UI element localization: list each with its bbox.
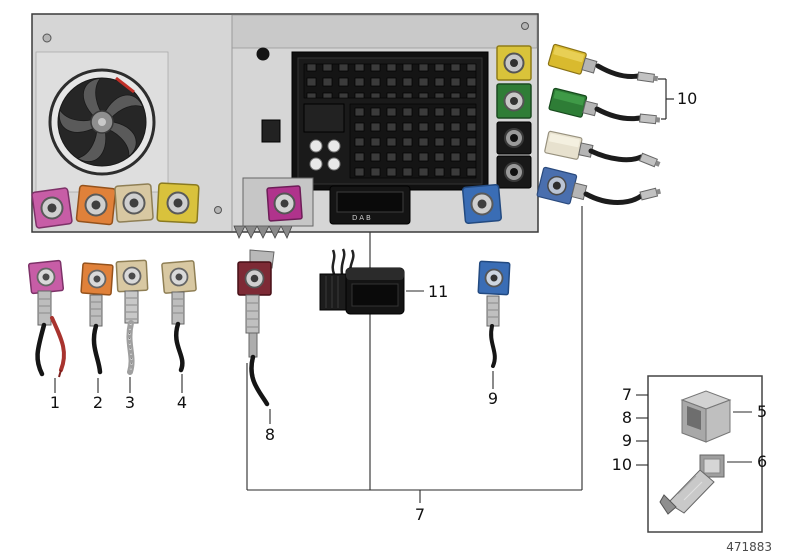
callout-8: 8	[265, 425, 275, 444]
rca-jack-green	[496, 83, 532, 119]
rca-jack-yellow	[496, 45, 532, 81]
callout-10-bracket	[658, 78, 674, 120]
cable-assembly-3	[115, 259, 149, 375]
part-number: 471883	[726, 540, 772, 554]
legend-box	[636, 375, 763, 533]
fakra-port-blue	[461, 183, 503, 225]
callout-9: 9	[488, 389, 498, 408]
fakra-port-pink	[31, 187, 73, 229]
cable-assembly-9	[477, 260, 511, 368]
legend-label-9: 9	[622, 431, 632, 450]
callout-10: 10	[677, 89, 697, 108]
screw-icon	[214, 206, 222, 214]
callout-11: 11	[428, 282, 448, 301]
cable-assembly-2	[80, 262, 114, 375]
legend-label-6: 6	[757, 452, 767, 471]
fakra-port-magenta	[242, 177, 314, 227]
fakra-port-yellow	[156, 182, 200, 224]
connector-11	[319, 248, 405, 315]
legend-item-6-connector	[659, 454, 725, 515]
small-port	[261, 119, 281, 143]
antenna-lead-blue	[536, 166, 662, 205]
cable-assembly-4	[161, 260, 197, 373]
round-hole	[256, 47, 270, 61]
antenna-lead-cream	[544, 130, 661, 168]
callout-leader-lines	[54, 290, 494, 424]
legend-label-5: 5	[757, 402, 767, 421]
legend-label-8: 8	[622, 408, 632, 427]
antenna-lead-yellow	[547, 43, 659, 83]
serrated-bracket	[233, 225, 293, 239]
cable-assembly-1	[27, 259, 66, 378]
callout-7-lines	[246, 204, 583, 503]
av-jack-black-1	[496, 121, 532, 155]
callout-4: 4	[177, 393, 187, 412]
legend-label-7: 7	[622, 385, 632, 404]
antenna-lead-green	[548, 87, 661, 125]
head-unit: DAB	[31, 13, 539, 239]
dab-port: DAB	[329, 185, 411, 225]
fakra-port-orange	[75, 184, 117, 226]
cooling-fan	[48, 68, 156, 176]
cable-assembly-8	[237, 249, 275, 407]
callout-1: 1	[50, 393, 60, 412]
screw-icon	[521, 22, 529, 30]
dab-label: DAB	[352, 214, 373, 222]
av-jack-black-2	[496, 155, 532, 189]
fakra-port-beige	[114, 183, 154, 223]
legend-label-10: 10	[612, 455, 632, 474]
screw-icon	[42, 33, 52, 43]
callout-7: 7	[415, 505, 425, 524]
red-mark	[115, 76, 135, 94]
callout-2: 2	[93, 393, 103, 412]
main-connector-block	[291, 51, 489, 191]
legend-item-5-connector	[680, 390, 732, 443]
callout-3: 3	[125, 393, 135, 412]
